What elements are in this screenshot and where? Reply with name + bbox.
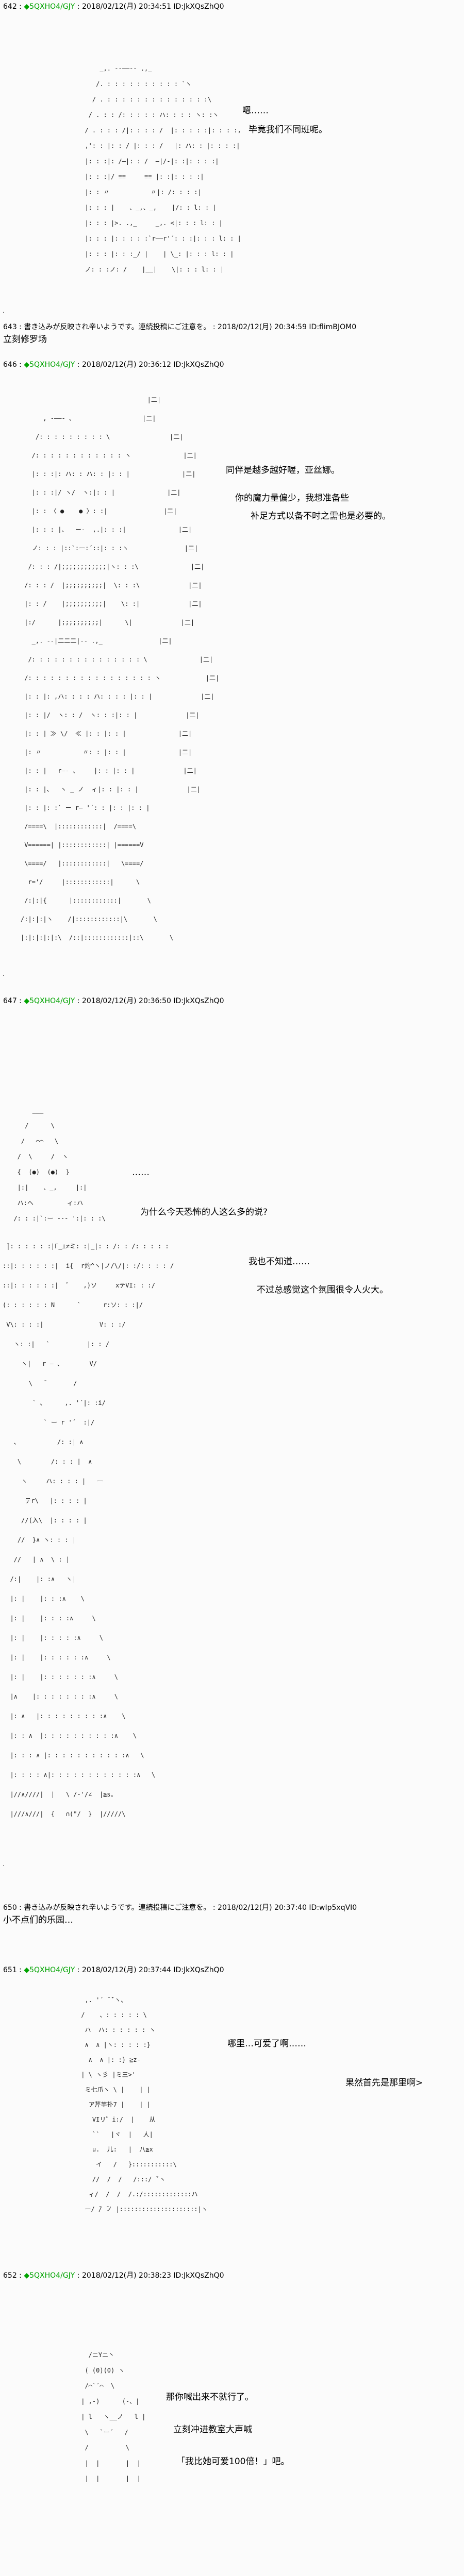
post-meta: 2018/02/12(月) 20:34:59 ID:flimBJOM0 (218, 323, 357, 331)
ascii-art-ponytail-girl: ,. '´ ̄ ̄`ヽ、 / 、: : : : : \ ハ ハ: : : : :… (81, 1996, 208, 2213)
dialogue-line: 嗯…… (242, 106, 269, 116)
poster-name: 書き込みが反映され辛いようです。連続投稿にご注意を。 (24, 323, 211, 331)
post-header-642: 642 : ◆5QXHO4/GJY : 2018/02/12(月) 20:34:… (3, 1, 224, 11)
dialogue-line: 立刻冲进教室大声喊 (173, 2425, 252, 2435)
separator: : (75, 361, 82, 369)
ascii-art-girl-dress: , ‐――‐ 、 /: : : : : : : : : \ /: : : ハ: … (62, 2572, 163, 2576)
dialogue-line: 同伴是越多越好喔，亚丝娜。 (226, 465, 340, 476)
post-header-643: 643 : 書き込みが反映され辛いようです。連続投稿にご注意を。 : 2018/… (3, 321, 356, 332)
post-number[interactable]: 651 (3, 1966, 17, 1974)
post-body: 立刻修罗场 (3, 334, 47, 345)
post-meta: 2018/02/12(月) 20:37:44 ID:JkXQsZhQ0 (81, 1966, 224, 1974)
separator: : (75, 3, 82, 11)
ascii-art-two-girls-ladder: |二| , ‐――‐ 、 |二| /: : : : : : : : : \ |二… (21, 396, 220, 941)
separator: : (16, 2272, 24, 2280)
separator: : (210, 323, 218, 331)
separator: : (16, 997, 24, 1005)
dialogue-line: 那你喊出来不就行了。 (166, 2392, 254, 2402)
dialogue-line: …… (132, 1167, 150, 1178)
post-number[interactable]: 643 (3, 323, 17, 331)
dialogue-line: 不过总感觉这个氛围很令人火大。 (257, 1285, 388, 1295)
dialogue-line: 「我比她可爱100倍！」吧。 (176, 2456, 290, 2467)
separator: : (75, 1966, 82, 1974)
dialogue-line: 哪里…可爱了啊…… (227, 2039, 306, 2049)
dialogue-line: 补足方式以备不时之需也是必要的。 (251, 511, 391, 521)
post-meta: 2018/02/12(月) 20:34:51 ID:JkXQsZhQ0 (81, 3, 224, 11)
ascii-art-long-hair-figure: ̄|: : : : : :|Γ_⊥≠ミ: :|_|: : /: : /: : :… (3, 1243, 174, 1818)
separator: : (16, 361, 24, 369)
dialogue-line: 为什么今天恐怖的人这么多的说? (140, 1207, 268, 1217)
separator: : (75, 2272, 82, 2280)
poster-name: 書き込みが反映され辛いようです。連続投稿にご注意を。 (24, 1904, 211, 1912)
separator: : (75, 997, 82, 1005)
spacer-dot: . (3, 307, 5, 314)
post-header-651: 651 : ◆5QXHO4/GJY : 2018/02/12(月) 20:37:… (3, 1964, 224, 1975)
spacer-dot: . (3, 1860, 5, 1868)
poster-name: ◆5QXHO4/GJY (24, 361, 75, 369)
ascii-art-rabbit-face: /ニYニ丶 ( (0)(0) ヽ /⌒`´⌒ \ | ,-) (-、| | l … (81, 2351, 146, 2482)
post-meta: 2018/02/12(月) 20:38:23 ID:JkXQsZhQ0 (81, 2272, 224, 2280)
poster-name: ◆5QXHO4/GJY (24, 2272, 75, 2280)
post-body: 小不点们的乐园… (3, 1915, 73, 1925)
post-header-647: 647 : ◆5QXHO4/GJY : 2018/02/12(月) 20:36:… (3, 995, 224, 1006)
ascii-art-girl: _,. -‐――‐- .,_ /. : : : : : : : : : : `ヽ… (85, 65, 241, 273)
separator: : (16, 323, 24, 331)
dialogue-line: 你的魔力量偏少，我想准备些 (235, 493, 349, 503)
poster-name: ◆5QXHO4/GJY (24, 3, 75, 11)
separator: : (16, 3, 24, 11)
dialogue-line: 果然首先是那里啊> (345, 2078, 423, 2088)
post-number[interactable]: 647 (3, 997, 17, 1005)
spacer-dot: . (3, 970, 5, 977)
post-header-646: 646 : ◆5QXHO4/GJY : 2018/02/12(月) 20:36:… (3, 359, 224, 369)
separator: : (16, 1966, 24, 1974)
separator: : (16, 1904, 24, 1912)
post-meta: 2018/02/12(月) 20:36:50 ID:JkXQsZhQ0 (81, 997, 224, 1005)
post-meta: 2018/02/12(月) 20:37:40 ID:wIp5xqVI0 (218, 1904, 357, 1912)
post-header-650: 650 : 書き込みが反映され辛いようです。連続投稿にご注意を。 : 2018/… (3, 1902, 357, 1912)
post-header-652: 652 : ◆5QXHO4/GJY : 2018/02/12(月) 20:38:… (3, 2270, 224, 2280)
poster-name: ◆5QXHO4/GJY (24, 997, 75, 1005)
post-number[interactable]: 642 (3, 3, 17, 11)
poster-name: ◆5QXHO4/GJY (24, 1966, 75, 1974)
dialogue-line: 我也不知道…… (248, 1257, 310, 1267)
post-number[interactable]: 646 (3, 361, 17, 369)
ascii-art-face: ___ / \ / ⌒⌒ \ / \ / ヽ { (●) (●) } |:| 、… (13, 1107, 106, 1222)
dialogue-line: 毕竟我们不同班呢。 (248, 125, 327, 135)
post-meta: 2018/02/12(月) 20:36:12 ID:JkXQsZhQ0 (81, 361, 224, 369)
post-number[interactable]: 652 (3, 2272, 17, 2280)
separator: : (210, 1904, 218, 1912)
post-number[interactable]: 650 (3, 1904, 17, 1912)
